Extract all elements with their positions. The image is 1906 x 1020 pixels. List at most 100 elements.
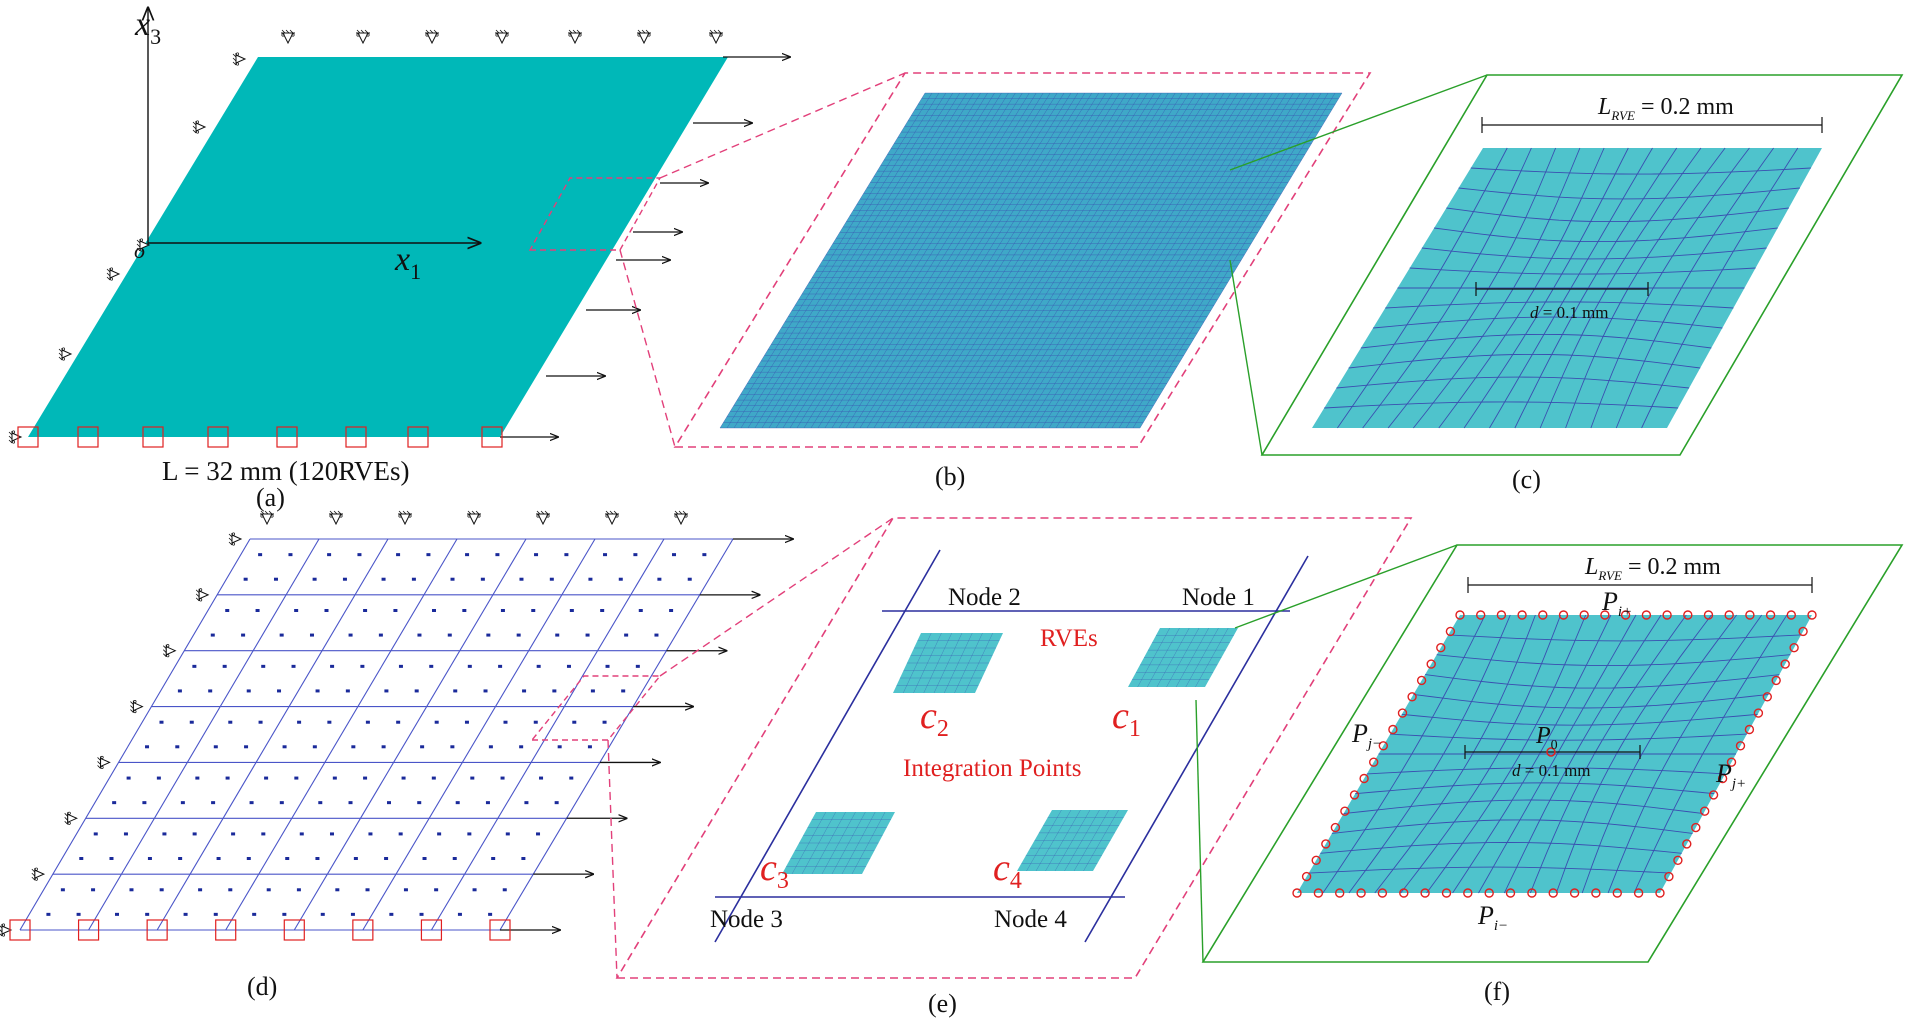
mesh-line [1565,147,1726,429]
boundary-node [1340,806,1350,816]
zoom-region-d [530,675,662,741]
integration-dot [536,664,541,668]
integration-dot [417,633,422,637]
mesh-line [1139,92,1343,429]
boundary-node [1569,888,1580,898]
integration-dot [429,664,434,668]
integration-dot [252,912,257,916]
integration-dot [189,720,194,724]
boundary-square [146,919,168,941]
rve-c1 [1128,627,1238,688]
boundary-node [1703,610,1714,620]
integration-dot [467,664,472,668]
d-label-c: d = 0.1 mm [1530,303,1609,322]
integration-dot [159,888,164,892]
integration-dot [500,608,505,612]
integration-dot [602,720,607,724]
integration-dot [365,720,370,724]
mesh-line [1111,92,1315,429]
support-icon [58,347,72,361]
integration-dot [462,608,467,612]
support-icon [424,29,440,44]
integration-dot [294,776,299,780]
mesh-line [1175,627,1209,688]
integration-dot [351,745,356,749]
boundary-node [1538,610,1548,620]
integration-dot [114,912,119,916]
integration-dot [213,745,218,749]
integration-dot [452,857,457,861]
mesh-line [1590,147,1750,429]
mesh-line [1539,147,1702,429]
zoom-frame-e [615,517,1413,979]
rve-mesh-c [1324,147,1811,429]
boundary-node [1368,757,1379,767]
support-icon [708,29,724,44]
boundary-square [207,426,229,448]
plate [28,57,728,437]
boundary-square [215,919,237,941]
mesh-lines [719,92,1343,429]
boundary-node [1662,610,1672,620]
integration-dot [450,577,455,581]
boundary-node [1762,692,1773,702]
integration-dot [522,689,527,693]
integration-dot [519,745,524,749]
rve-c2 [893,632,1003,694]
boundary-square [345,426,367,448]
integration-dot [147,857,152,861]
node4-label: Node 4 [994,906,1067,933]
integration-dot [296,888,301,892]
boundary-node [1441,888,1452,898]
support-icon [31,867,45,881]
integration-dot [129,888,134,892]
axis-x1-label: x1 [394,241,421,284]
integration-dot [282,745,287,749]
p-j-plus-label: Pj+ [1715,759,1746,792]
integration-dot [531,608,536,612]
integration-dot [485,801,490,805]
zoom-frame-f [1201,544,1904,963]
integration-dot [112,801,117,805]
p0-label: P0 [1535,723,1558,753]
support-icon [355,29,371,44]
boundary-node [1744,724,1755,735]
integration-dot [192,832,197,836]
mesh-line [1448,634,1802,642]
integration-dot [279,801,284,805]
mesh-line [1555,614,1712,894]
mesh-line [944,632,973,694]
integration-dot [621,689,626,693]
boundary-square [283,919,305,941]
integration-dot [243,577,248,581]
integration-dot [180,801,185,805]
integration-dot [585,633,590,637]
integration-dot [327,720,332,724]
node2-label: Node 2 [948,584,1021,611]
integration-dot [657,577,662,581]
boundary-node [1330,822,1341,833]
panel-c: LRVE = 0.2 mm d = 0.1 mm (c) [1229,74,1904,494]
boundary-node [1463,888,1473,898]
boundary-node [1420,888,1430,898]
integration-dot [76,912,81,916]
boundary-square [420,919,443,941]
integration-dot [363,776,368,780]
panel-a: x3 x1 o L = 32 mm (120RVEs) (a) [8,6,790,512]
support-icon [280,29,296,44]
boundary-node [1717,773,1728,784]
mesh-line [1633,614,1788,894]
integration-dot [384,689,389,693]
mesh-line [1132,92,1336,429]
integration-dot [569,608,574,612]
boundary-node [1699,806,1710,816]
lrve-label-f: LRVE = 0.2 mm [1584,554,1721,583]
boundary-node [1378,741,1389,751]
integration-dot [353,857,358,861]
integration-dot [241,633,246,637]
integration-dot [255,608,260,612]
integration-dot [360,664,365,668]
boundary-node [1798,626,1808,637]
integration-dot [536,832,541,836]
